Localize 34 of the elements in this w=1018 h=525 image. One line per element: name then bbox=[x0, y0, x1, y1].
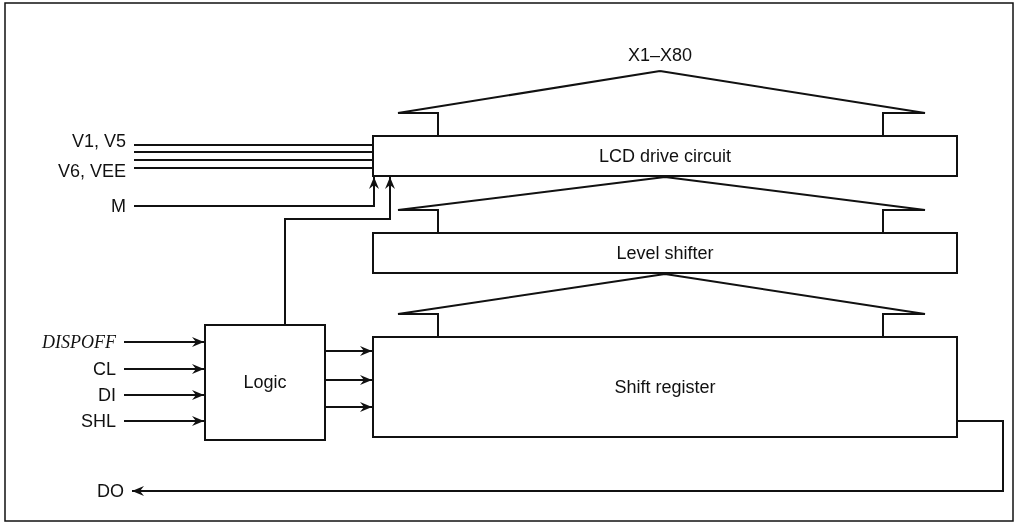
circuit-block bbox=[372, 336, 958, 438]
arrow bbox=[131, 420, 1004, 496]
signal-label: V6, VEE bbox=[57, 160, 126, 182]
signal-line bbox=[133, 144, 373, 146]
signal-line bbox=[133, 167, 373, 169]
arrow bbox=[133, 176, 379, 207]
arrow bbox=[123, 337, 205, 347]
arrow bbox=[325, 346, 373, 356]
block-label: Logic bbox=[243, 372, 287, 393]
signal-line bbox=[133, 159, 373, 161]
signal-label: CL bbox=[93, 358, 116, 380]
arrow bbox=[325, 402, 373, 412]
signal-label: SHL bbox=[81, 410, 116, 432]
arrow bbox=[325, 375, 373, 385]
signal-label: DI bbox=[98, 384, 116, 406]
arrow bbox=[284, 176, 395, 325]
arrow bbox=[123, 364, 205, 374]
output-label: X1–X80 bbox=[627, 44, 693, 66]
arrow bbox=[123, 416, 205, 426]
circuit-block bbox=[372, 135, 958, 177]
bus-connector bbox=[397, 70, 926, 136]
signal-label: M bbox=[111, 195, 126, 217]
bus-connector bbox=[397, 273, 926, 337]
signal-label: DO bbox=[97, 480, 124, 502]
signal-label: DISPOFF bbox=[42, 331, 116, 353]
logic-block bbox=[204, 324, 326, 441]
block-label: Level shifter bbox=[616, 242, 714, 264]
block-label: Shift register bbox=[614, 376, 716, 398]
signal-label: V1, V5 bbox=[71, 130, 126, 152]
block-label: LCD drive circuit bbox=[599, 145, 731, 167]
bus-connector bbox=[397, 176, 926, 233]
circuit-block bbox=[372, 232, 958, 274]
signal-line bbox=[133, 151, 373, 153]
arrow bbox=[123, 390, 205, 400]
